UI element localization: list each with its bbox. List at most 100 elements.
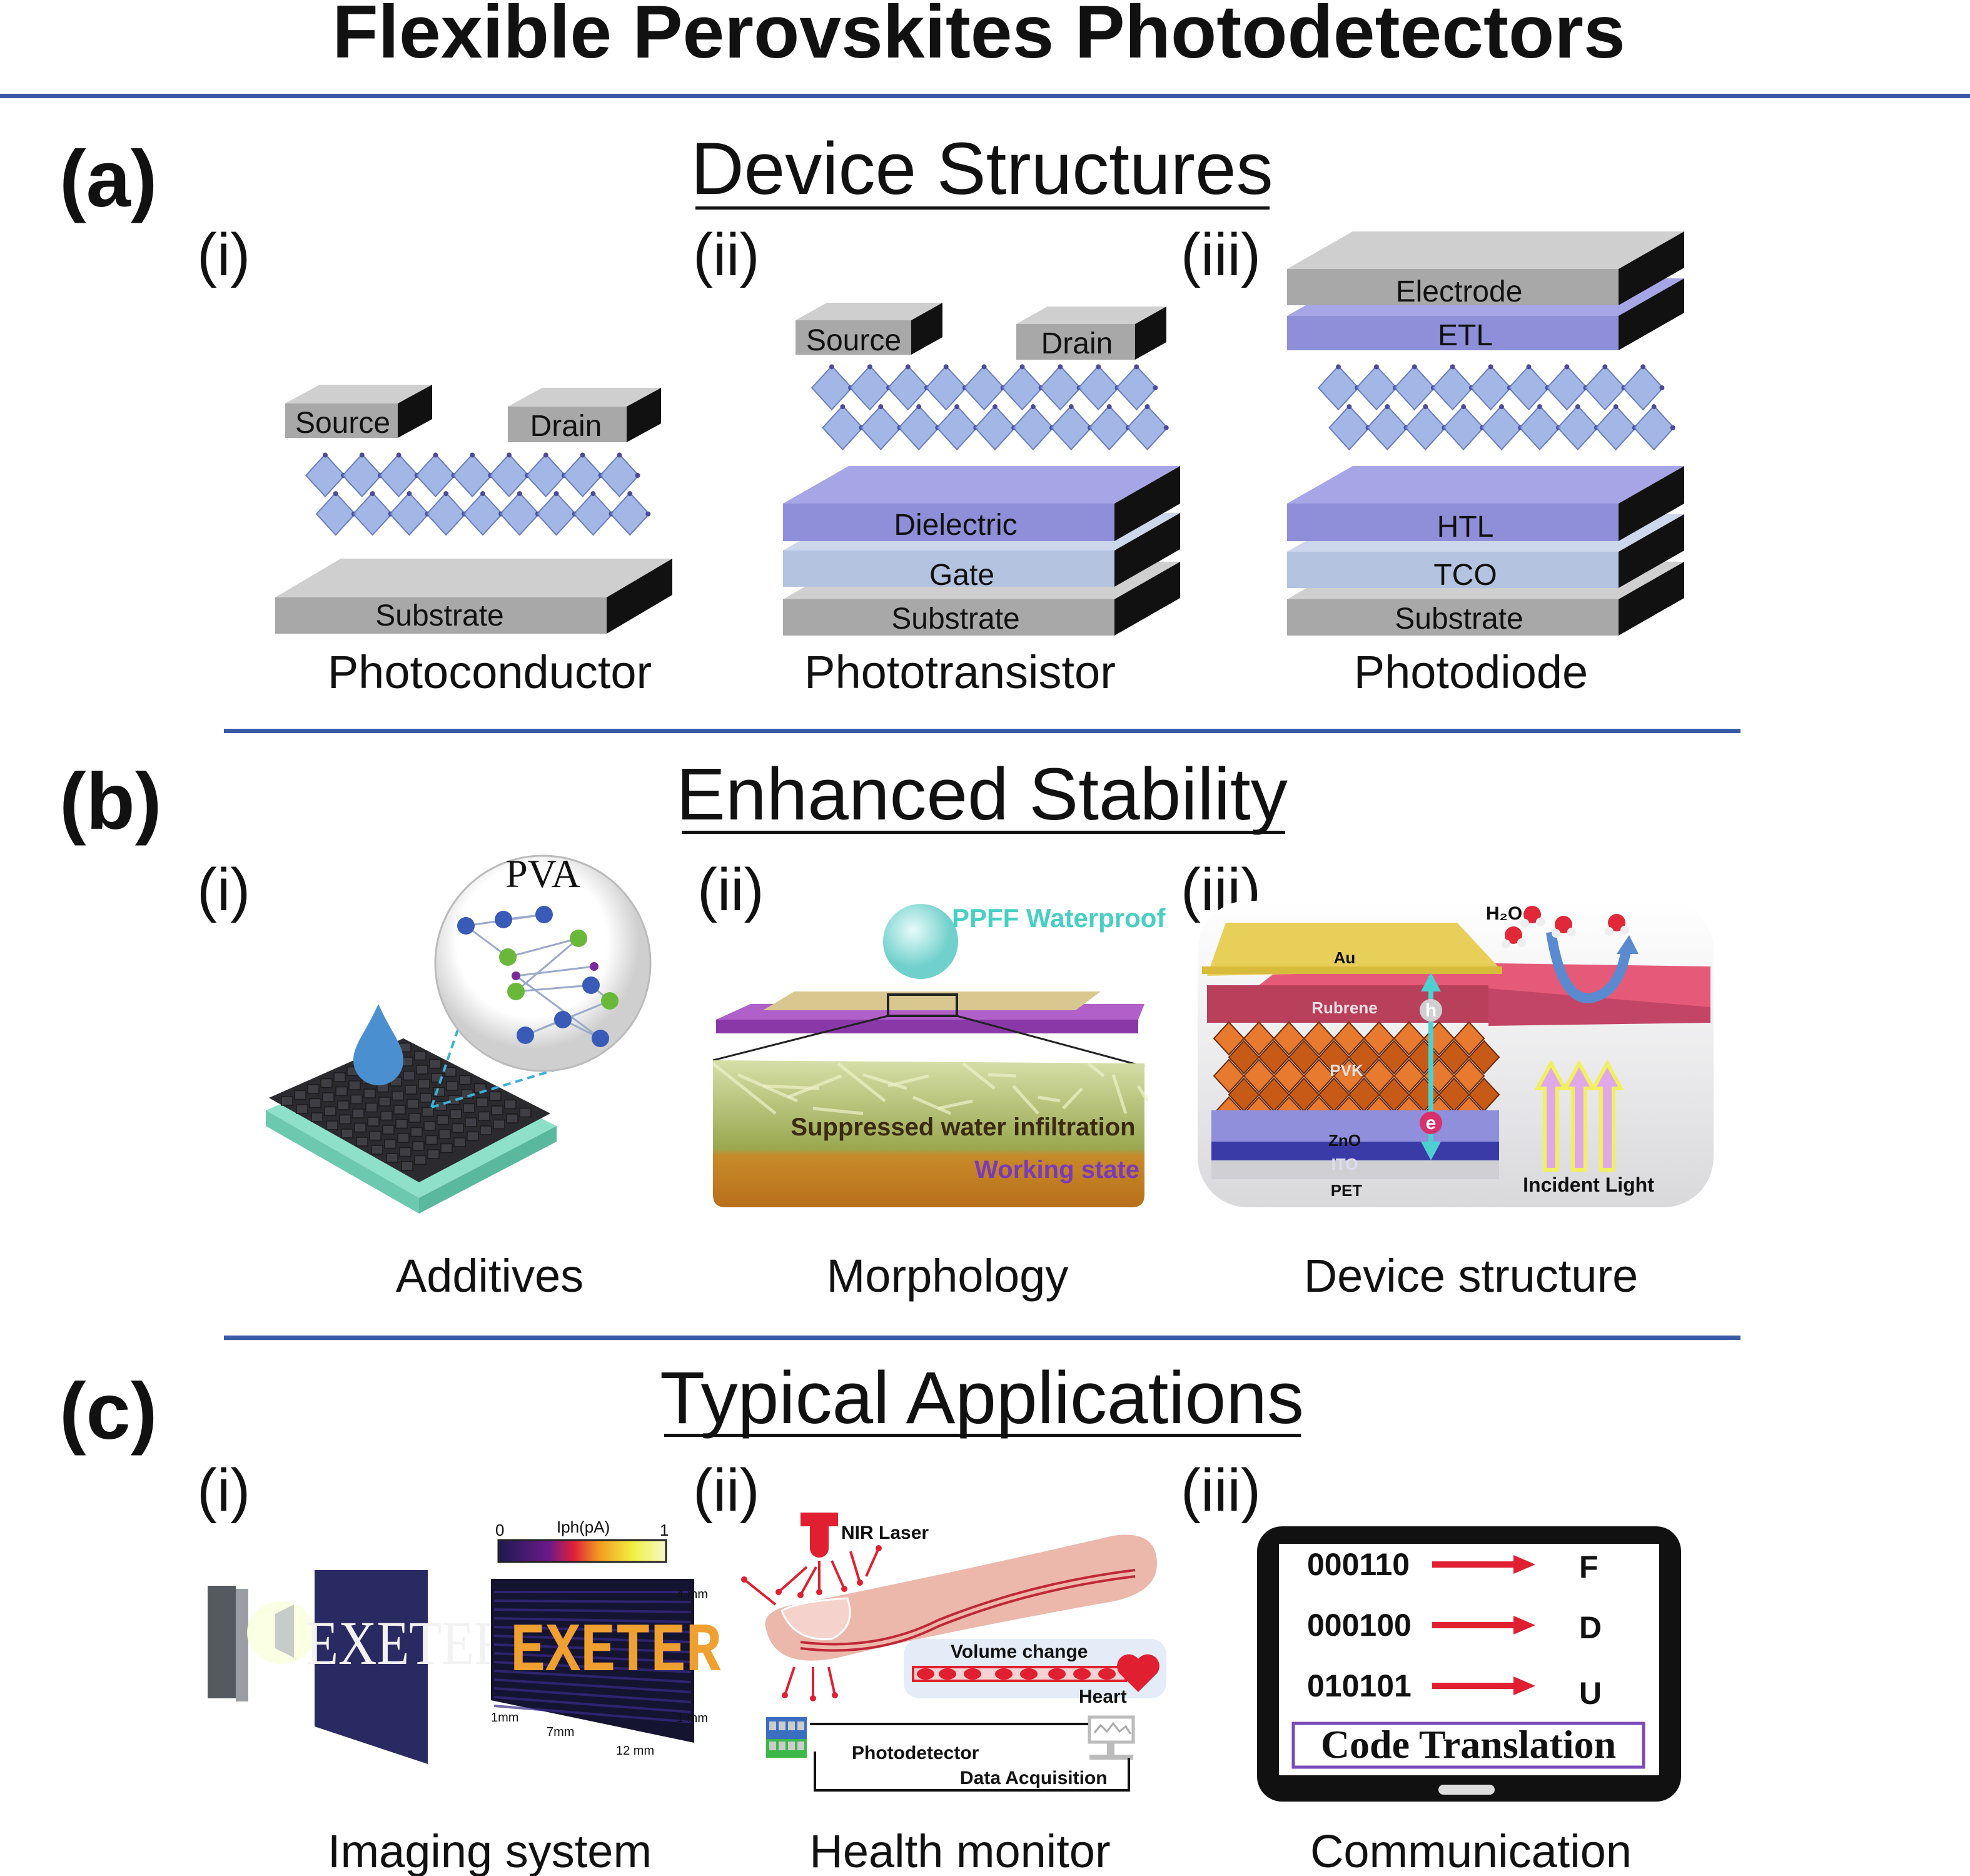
- pvk-octahedron: [1393, 1058, 1425, 1093]
- grain: [478, 1111, 490, 1122]
- decoded-letter: D: [1579, 1610, 1602, 1645]
- atom: [512, 971, 520, 980]
- pva-molecule-bubble: [434, 854, 652, 1072]
- blood-cell: [1098, 1668, 1116, 1680]
- grain: [491, 1105, 503, 1115]
- grain: [401, 1161, 413, 1171]
- grain: [320, 1078, 333, 1088]
- grain: [448, 1095, 460, 1105]
- light-ray-arrow: [827, 1666, 836, 1696]
- additives-illustration: PVA: [266, 851, 652, 1214]
- axis-y-top: 4 mm: [677, 1588, 708, 1601]
- grain: [412, 1141, 425, 1151]
- perovskite-crystal-lattice: [811, 364, 1169, 451]
- health-monitor-illustration: NIR Laser Volume change Heart Photodetec…: [741, 1513, 1166, 1792]
- grain: [467, 1131, 479, 1142]
- au-label: Au: [1334, 948, 1356, 967]
- axis-x-1: 1mm: [491, 1711, 518, 1725]
- nir-laser-icon: [801, 1513, 838, 1558]
- grain: [440, 1143, 453, 1153]
- pt-drain-label: Drain: [1041, 327, 1113, 360]
- section-b-letter: (b): [59, 757, 161, 846]
- grain: [416, 1065, 428, 1075]
- light-ray-arrow: [743, 1578, 777, 1606]
- pvk-octahedron: [1303, 1021, 1335, 1056]
- arrow-right-icon: [1513, 1676, 1535, 1695]
- colorbar-min: 0: [495, 1521, 504, 1539]
- detector-pixel: [797, 1721, 804, 1730]
- atom: [592, 1030, 609, 1047]
- grain: [365, 1102, 378, 1113]
- light-ray-arrow: [865, 1548, 880, 1577]
- pd-etl-label: ETL: [1438, 319, 1493, 352]
- pt-substrate-label: Substrate: [891, 602, 1019, 636]
- pvk-octahedron: [1273, 1021, 1305, 1056]
- section-c-heading-underline: [664, 1434, 1301, 1437]
- grain: [382, 1125, 395, 1135]
- caption-imaging-system: Imaging system: [328, 1825, 652, 1876]
- nir-laser-label: NIR Laser: [841, 1523, 929, 1543]
- grain: [391, 1090, 404, 1101]
- atom: [582, 976, 600, 994]
- pva-label: PVA: [505, 851, 580, 896]
- pt-dielectric-label: Dielectric: [894, 509, 1017, 542]
- caption-phototransistor: Phototransistor: [804, 646, 1116, 698]
- panel-b-ii-number: (ii): [697, 856, 764, 923]
- light-ray-arrow: [777, 1566, 808, 1593]
- section-b-heading-underline: [682, 831, 1285, 834]
- pvk-octahedron: [1453, 1058, 1485, 1093]
- imaging-illustration: EXETER EXETER 0 Iph(pA) 1 4 mm 1 mm 1mm …: [208, 1518, 721, 1764]
- grain: [422, 1107, 434, 1117]
- grain: [335, 1086, 348, 1097]
- grain: [493, 1119, 505, 1130]
- blood-cell: [1020, 1668, 1038, 1680]
- caption-additives: Additives: [396, 1250, 583, 1302]
- photodiode-diagram: [1287, 231, 1684, 636]
- pd-electrode-label: Electrode: [1396, 275, 1523, 308]
- grain: [326, 1120, 338, 1130]
- colorbar: [497, 1539, 667, 1563]
- pvk-octahedron: [1438, 1040, 1470, 1075]
- caption-photoconductor: Photoconductor: [328, 646, 652, 698]
- grain: [395, 1118, 408, 1129]
- blood-cell: [1073, 1668, 1091, 1680]
- e-label: e: [1426, 1113, 1437, 1133]
- pd-htl-label: HTL: [1437, 510, 1494, 544]
- pvk-octahedron: [1378, 1040, 1410, 1075]
- grain: [352, 1108, 365, 1118]
- grain: [480, 1125, 492, 1135]
- grain: [281, 1096, 293, 1106]
- pvk-octahedron: [1258, 1040, 1290, 1075]
- figure-title: Flexible Perovskites Photodetectors: [332, 0, 1625, 74]
- volume-change-label: Volume change: [951, 1641, 1088, 1662]
- arrow-right-icon: [1513, 1555, 1535, 1574]
- grain: [452, 1123, 464, 1133]
- grain: [438, 1129, 451, 1139]
- grain: [420, 1093, 432, 1103]
- grain: [407, 1098, 419, 1109]
- source-electrode: [796, 303, 942, 355]
- grain: [399, 1147, 412, 1157]
- grain: [307, 1084, 320, 1094]
- grain: [410, 1127, 423, 1137]
- pvk-octahedron: [1318, 1040, 1350, 1075]
- water-drop-icon: [353, 1004, 403, 1085]
- binary-code: 010101: [1307, 1668, 1412, 1703]
- grain: [369, 1130, 381, 1141]
- grain: [423, 1121, 436, 1131]
- morphology-illustration: PPFF Waterproof Suppressed water infiltr…: [712, 903, 1166, 1207]
- section-divider-ab: [224, 729, 1740, 733]
- photoconductor-diagram: [275, 385, 672, 634]
- axis-x-2: 7mm: [547, 1725, 574, 1739]
- h2o-label: H₂O: [1486, 903, 1522, 924]
- code-translation-label: Code Translation: [1321, 1722, 1616, 1767]
- atom: [554, 1011, 572, 1028]
- atom: [507, 983, 525, 1000]
- pvk-octahedron: [1243, 1058, 1275, 1093]
- detector-pixel: [788, 1742, 795, 1750]
- pvk-octahedron: [1333, 1058, 1365, 1093]
- grain: [437, 1115, 449, 1125]
- caption-communication: Communication: [1310, 1825, 1632, 1876]
- pvk-octahedron: [1288, 1040, 1320, 1075]
